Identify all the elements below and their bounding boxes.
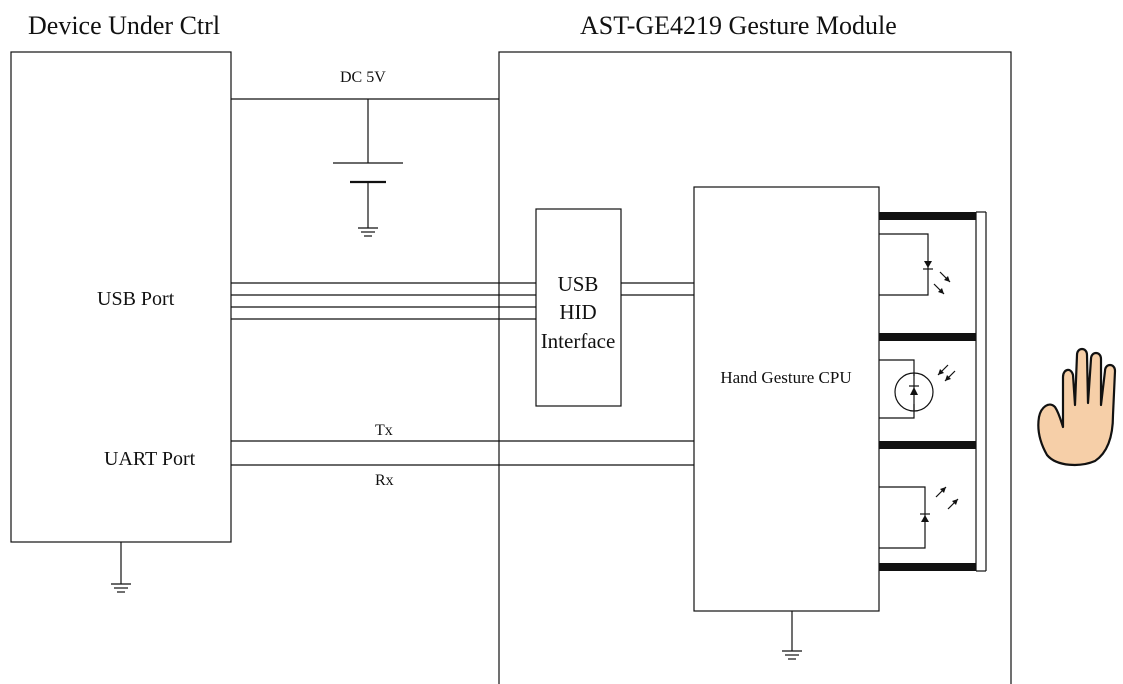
- photodiode-icon: [879, 359, 956, 419]
- led-icon: [879, 233, 951, 296]
- led-icon: [879, 486, 959, 549]
- device-title: Device Under Ctrl: [28, 11, 220, 40]
- tx-label: Tx: [375, 422, 393, 439]
- hand-icon: [1037, 347, 1117, 467]
- usb-hid-label-line1: USB: [558, 272, 599, 296]
- ground-icon: [111, 542, 131, 593]
- usb-port-label: USB Port: [97, 288, 175, 310]
- usb-bus: [231, 282, 536, 320]
- rx-label: Rx: [375, 472, 394, 489]
- module-title: AST-GE4219 Gesture Module: [580, 11, 897, 40]
- ground-icon: [782, 611, 802, 660]
- uart-port-label: UART Port: [104, 448, 196, 470]
- cpu-label: Hand Gesture CPU: [720, 368, 851, 387]
- device-box: [10, 51, 232, 543]
- usb-hid-label-line3: Interface: [541, 329, 616, 353]
- sensor-frame: [879, 211, 987, 572]
- usb-hid-label-line2: HID: [559, 300, 596, 324]
- cpu-box: [693, 186, 880, 612]
- ground-icon: [358, 227, 378, 237]
- power-label: DC 5V: [340, 69, 386, 86]
- battery-icon: [333, 99, 403, 228]
- usb-hid-interface-box: [535, 208, 622, 407]
